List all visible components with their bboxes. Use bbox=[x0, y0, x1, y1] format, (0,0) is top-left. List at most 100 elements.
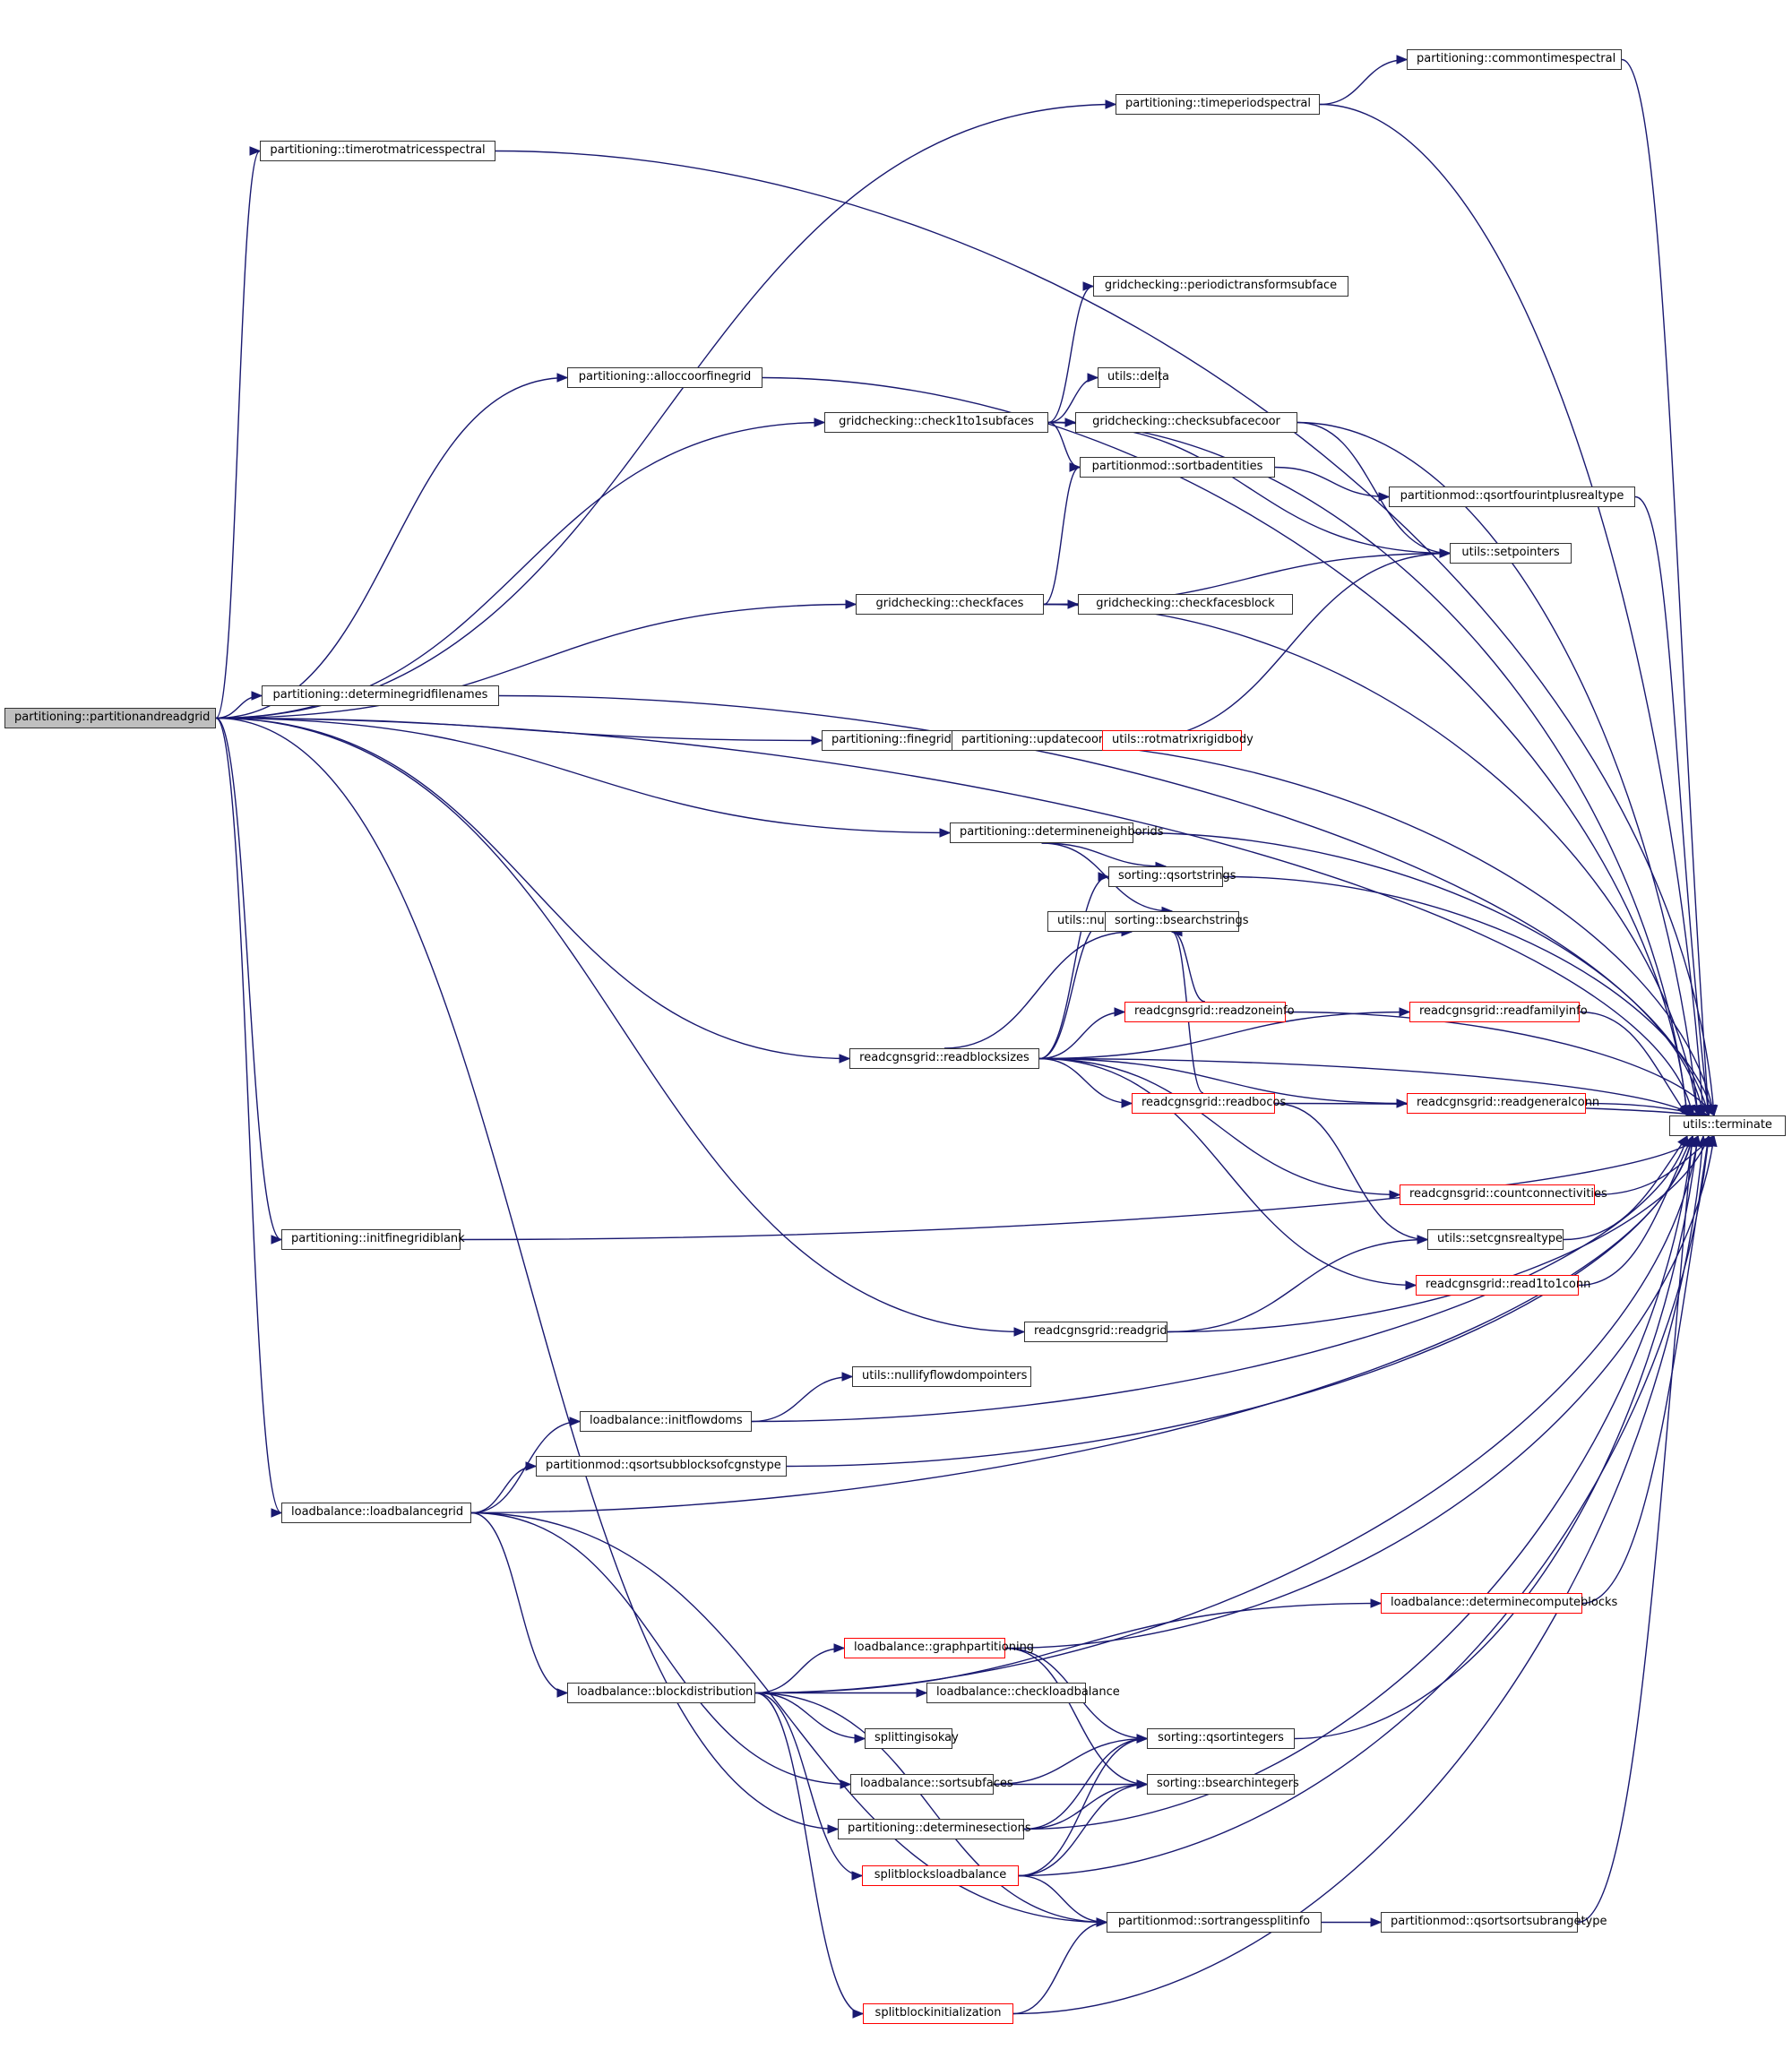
node-readgrid[interactable]: readcgnsgrid::readgrid bbox=[1024, 1322, 1167, 1342]
node-readzoneinfo[interactable]: readcgnsgrid::readzoneinfo bbox=[1124, 1002, 1295, 1022]
arrowhead-icon bbox=[1399, 1007, 1411, 1017]
arrowhead-icon bbox=[271, 1508, 283, 1518]
node-sortbadentities[interactable]: partitionmod::sortbadentities bbox=[1080, 457, 1275, 478]
edge-readblocksizes-to-countconnectivities bbox=[1038, 1057, 1400, 1196]
node-qsortsubblocksofcgnstype[interactable]: partitionmod::qsortsubblocksofcgnstype bbox=[536, 1456, 787, 1477]
edge-loadbalancegrid-to-blockdistribution bbox=[470, 1511, 568, 1694]
node-checkloadbalance[interactable]: loadbalance::checkloadbalance bbox=[926, 1683, 1120, 1703]
node-rotmatrixrigidbody[interactable]: utils::rotmatrixrigidbody bbox=[1102, 730, 1254, 751]
edge-loadbalancegrid-to-qsortsubblocksofcgnstype bbox=[470, 1465, 537, 1514]
node-sortsubfaces[interactable]: loadbalance::sortsubfaces bbox=[850, 1774, 1013, 1795]
node-splitblockinitialization[interactable]: splitblockinitialization bbox=[863, 2003, 1013, 2024]
node-timerotmatricesspectral[interactable]: partitioning::timerotmatricesspectral bbox=[260, 141, 495, 161]
node-timeperiodspectral[interactable]: partitioning::timeperiodspectral bbox=[1116, 94, 1320, 115]
node-splitblocksloadbalance[interactable]: splitblocksloadbalance bbox=[862, 1865, 1019, 1886]
edge-readblocksizes-to-readfamilyinfo bbox=[1038, 1011, 1410, 1060]
node-readblocksizes[interactable]: readcgnsgrid::readblocksizes bbox=[849, 1048, 1039, 1069]
edge-graphpartitioning-to-bsearchintegers bbox=[1004, 1647, 1148, 1786]
node-determinecomputeblocks[interactable]: loadbalance::determinecomputeblocks bbox=[1381, 1593, 1617, 1614]
edge-determineneighborids-to-qsortstrings bbox=[1041, 842, 1167, 867]
node-loadbalancegrid[interactable]: loadbalance::loadbalancegrid bbox=[281, 1503, 471, 1523]
node-qsortfourintplusrealtype[interactable]: partitionmod::qsortfourintplusrealtype bbox=[1389, 487, 1635, 507]
edge-root-to-check1to1subfaces bbox=[215, 421, 825, 719]
node-initflowdoms[interactable]: loadbalance::initflowdoms bbox=[580, 1411, 752, 1432]
node-read1to1conn[interactable]: readcgnsgrid::read1to1conn bbox=[1416, 1275, 1590, 1296]
edge-splitblocksloadbalance-to-qsortintegers bbox=[1018, 1737, 1148, 1877]
arrowhead-icon bbox=[854, 1734, 866, 1744]
edge-determineneighborids-to-terminate bbox=[1133, 831, 1710, 1116]
edge-readzoneinfo-to-terminate bbox=[1285, 1011, 1715, 1116]
edge-blockdistribution-to-splitblocksloadbalance bbox=[754, 1692, 863, 1877]
edge-graphpartitioning-to-terminate bbox=[1004, 1135, 1715, 1649]
edge-updatecoorfinemesh-to-setpointers bbox=[1128, 552, 1451, 742]
node-readgeneralconn[interactable]: readcgnsgrid::readgeneralconn bbox=[1407, 1093, 1599, 1114]
arrowhead-icon bbox=[525, 1461, 538, 1471]
edge-readblocksizes-to-nullifycgnsdompointers bbox=[943, 931, 1133, 1049]
node-nullifyflowdompointers[interactable]: utils::nullifyflowdompointers bbox=[852, 1366, 1031, 1387]
node-checksubfacecoor[interactable]: gridchecking::checksubfacecoor bbox=[1075, 412, 1297, 433]
node-initfinegridiblank[interactable]: partitioning::initfinegridiblank bbox=[281, 1229, 465, 1250]
node-qsortsortsubrangetype[interactable]: partitionmod::qsortsortsubrangetype bbox=[1381, 1912, 1607, 1933]
edge-readblocksizes-to-read1to1conn bbox=[1038, 1057, 1417, 1287]
arrowhead-icon bbox=[1378, 492, 1391, 502]
node-setpointers[interactable]: utils::setpointers bbox=[1450, 543, 1572, 564]
edge-readblocksizes-to-bsearchstrings bbox=[1038, 920, 1106, 1060]
node-bsearchstrings[interactable]: sorting::bsearchstrings bbox=[1105, 911, 1249, 932]
node-readbocos[interactable]: readcgnsgrid::readbocos bbox=[1132, 1093, 1286, 1114]
node-bsearchintegers[interactable]: sorting::bsearchintegers bbox=[1147, 1774, 1299, 1795]
node-terminate[interactable]: utils::terminate bbox=[1669, 1115, 1786, 1136]
node-setcgnsrealtype[interactable]: utils::setcgnsrealtype bbox=[1427, 1229, 1564, 1250]
edge-timeperiodspectral-to-commontimespectral bbox=[1319, 58, 1408, 106]
arrowhead-icon bbox=[1677, 1104, 1688, 1117]
edge-checksubfacecoor-to-setpointers bbox=[1297, 421, 1451, 555]
arrowhead-icon bbox=[1013, 1327, 1026, 1337]
arrowhead-icon bbox=[1096, 1917, 1108, 1927]
node-alloccoorfinegrid[interactable]: partitioning::alloccoorfinegrid bbox=[567, 367, 762, 388]
edge-alloccoorfinegrid-to-terminate bbox=[762, 376, 1688, 1116]
node-qsortstrings[interactable]: sorting::qsortstrings bbox=[1108, 866, 1236, 887]
node-blockdistribution[interactable]: loadbalance::blockdistribution bbox=[567, 1683, 755, 1703]
arrowhead-icon bbox=[1405, 1280, 1417, 1290]
edge-readblocksizes-to-readzoneinfo bbox=[1038, 1011, 1125, 1060]
node-checkfacesblock[interactable]: gridchecking::checkfacesblock bbox=[1078, 594, 1293, 615]
arrowhead-icon bbox=[1105, 99, 1117, 109]
node-delta[interactable]: utils::delta bbox=[1098, 367, 1169, 388]
edge-splitblockinitialization-to-sortrangessplitinfo bbox=[1012, 1921, 1107, 2015]
node-periodictransformsubface[interactable]: gridchecking::periodictransformsubface bbox=[1093, 276, 1348, 297]
node-determinegridfilenames[interactable]: partitioning::determinegridfilenames bbox=[262, 685, 499, 706]
edge-sortsubfaces-to-qsortintegers bbox=[993, 1737, 1148, 1786]
arrowhead-icon bbox=[1098, 872, 1110, 882]
arrowhead-icon bbox=[827, 1824, 840, 1834]
node-commontimespectral[interactable]: partitioning::commontimespectral bbox=[1407, 49, 1622, 70]
arrowhead-icon bbox=[1087, 373, 1099, 383]
node-checkfaces[interactable]: gridchecking::checkfaces bbox=[856, 594, 1044, 615]
edge-root-to-terminate bbox=[215, 717, 1693, 1116]
node-determineneighborids[interactable]: partitioning::determineneighborids bbox=[950, 822, 1164, 843]
node-root: partitioning::partitionandreadgrid bbox=[4, 708, 216, 728]
node-check1to1subfaces[interactable]: gridchecking::check1to1subfaces bbox=[824, 412, 1048, 433]
node-countconnectivities[interactable]: readcgnsgrid::countconnectivities bbox=[1400, 1184, 1607, 1205]
edge-commontimespectral-to-terminate bbox=[1621, 58, 1710, 1116]
edge-timeperiodspectral-to-terminate bbox=[1319, 103, 1704, 1116]
edge-readblocksizes-to-readbocos bbox=[1038, 1057, 1133, 1105]
node-determinesections[interactable]: partitioning::determinesections bbox=[838, 1819, 1031, 1839]
edge-determinecomputeblocks-to-terminate bbox=[1581, 1135, 1710, 1605]
edge-initfinegridiblank-to-terminate bbox=[460, 1135, 1699, 1241]
edge-check1to1subfaces-to-periodictransformsubface bbox=[1047, 285, 1094, 424]
node-qsortintegers[interactable]: sorting::qsortintegers bbox=[1147, 1728, 1295, 1749]
arrowhead-icon bbox=[251, 691, 263, 701]
node-readfamilyinfo[interactable]: readcgnsgrid::readfamilyinfo bbox=[1409, 1002, 1588, 1022]
arrowhead-icon bbox=[1136, 1779, 1149, 1789]
node-sortrangessplitinfo[interactable]: partitionmod::sortrangessplitinfo bbox=[1107, 1912, 1322, 1933]
edge-check1to1subfaces-to-terminate bbox=[1047, 421, 1688, 1116]
edge-blockdistribution-to-sortrangessplitinfo bbox=[754, 1692, 1107, 1924]
node-graphpartitioning[interactable]: loadbalance::graphpartitioning bbox=[844, 1638, 1034, 1658]
edge-root-to-checkfaces bbox=[215, 603, 857, 719]
edge-initflowdoms-to-nullifyflowdompointers bbox=[751, 1375, 853, 1423]
edge-root-to-readblocksizes bbox=[215, 717, 850, 1060]
arrowhead-icon bbox=[833, 1643, 846, 1653]
edge-root-to-loadbalancegrid bbox=[215, 717, 282, 1514]
node-splittingisokay[interactable]: splittingisokay bbox=[865, 1728, 959, 1749]
arrowhead-icon bbox=[1439, 548, 1452, 558]
